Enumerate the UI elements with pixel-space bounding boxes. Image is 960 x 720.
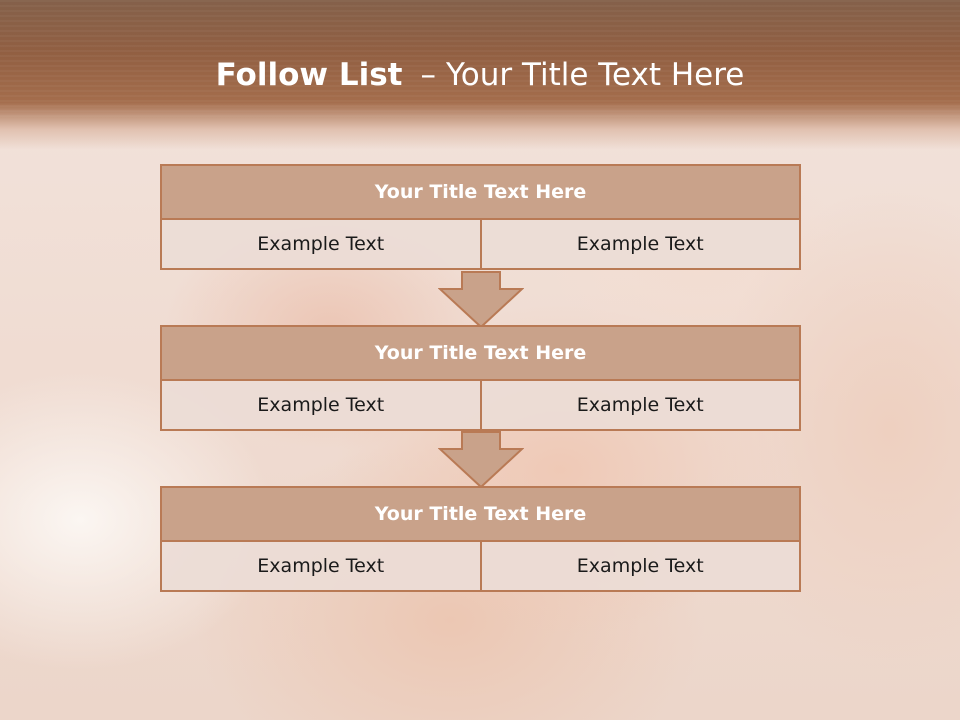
down-arrow-icon (438, 271, 524, 329)
header-texture (0, 0, 960, 120)
block-row: Example Text Example Text (160, 220, 801, 270)
block-title: Your Title Text Here (160, 325, 801, 381)
flow-block-2: Your Title Text Here Example Text Exampl… (160, 325, 801, 431)
flow-block-1: Your Title Text Here Example Text Exampl… (160, 164, 801, 270)
block-row: Example Text Example Text (160, 542, 801, 592)
block-cell-right: Example Text (479, 220, 799, 268)
block-cell-left: Example Text (162, 220, 480, 268)
slide-title: Follow List–Your Title Text Here (0, 52, 960, 98)
block-title: Your Title Text Here (160, 486, 801, 542)
title-rest: Your Title Text Here (445, 57, 745, 93)
block-cell-left: Example Text (162, 542, 480, 590)
block-cell-right: Example Text (479, 542, 799, 590)
down-arrow-icon (438, 431, 524, 489)
header-band (0, 0, 960, 150)
flow-block-3: Your Title Text Here Example Text Exampl… (160, 486, 801, 592)
block-cell-right: Example Text (479, 381, 799, 429)
block-title: Your Title Text Here (160, 164, 801, 220)
block-row: Example Text Example Text (160, 381, 801, 431)
block-cell-left: Example Text (162, 381, 480, 429)
title-separator: – (420, 57, 436, 93)
title-bold-part: Follow List (215, 57, 403, 93)
